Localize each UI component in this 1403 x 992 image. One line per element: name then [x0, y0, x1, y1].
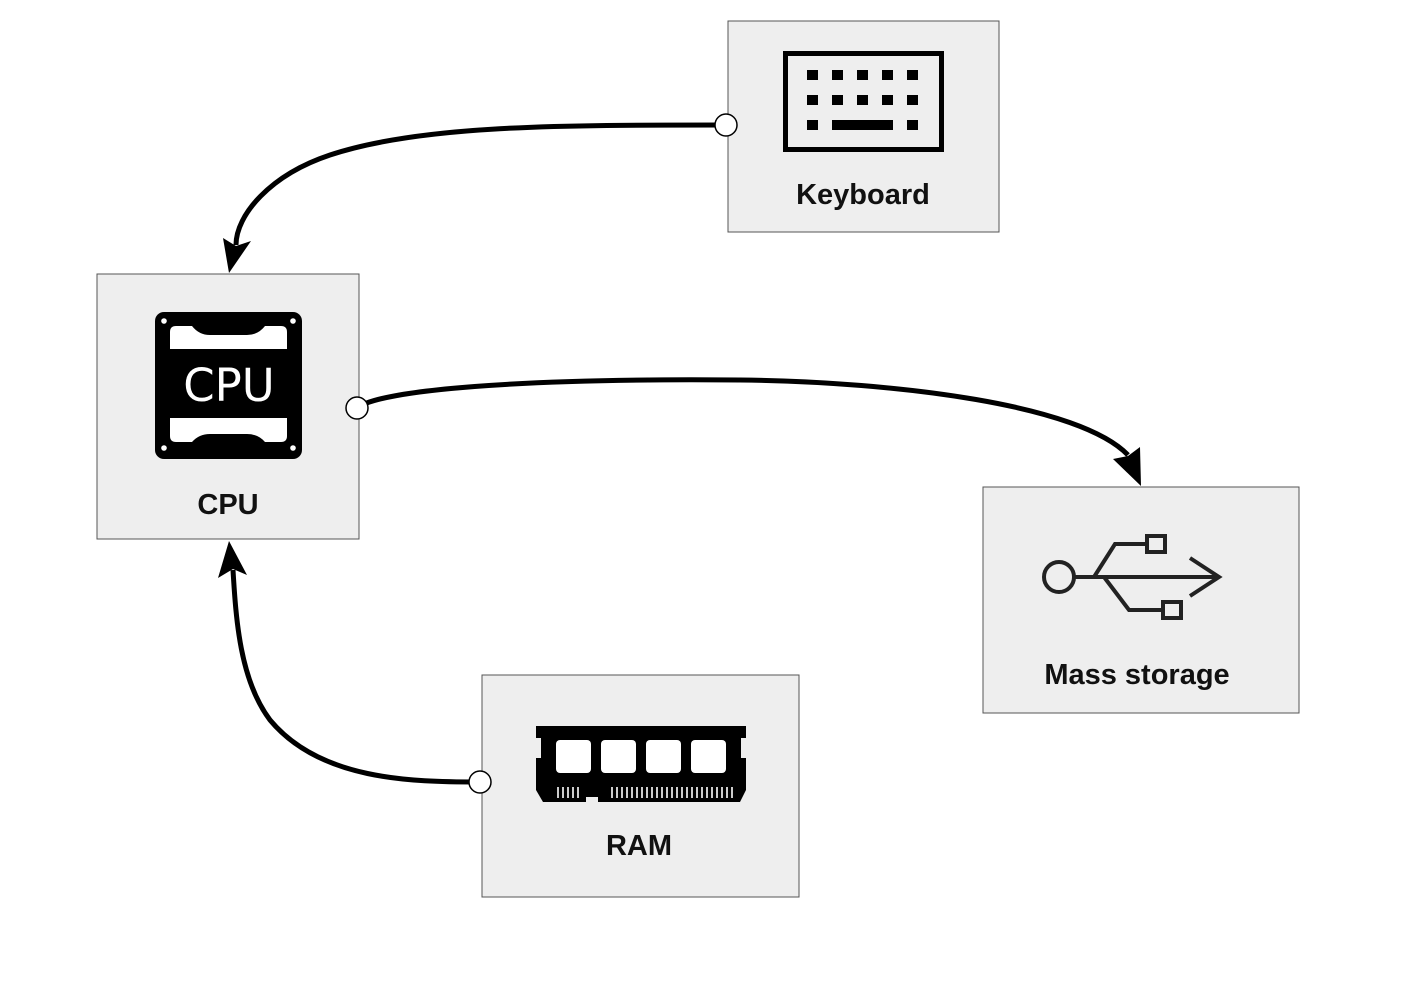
- node-label: Keyboard: [796, 179, 930, 211]
- arrowhead: [1113, 447, 1141, 486]
- node-cpu[interactable]: CPU CPU: [96, 273, 360, 540]
- edges: [218, 122, 1141, 785]
- ram-module-icon: [536, 726, 746, 802]
- port-keyboard-out[interactable]: [714, 113, 738, 137]
- node-label: Mass storage: [1044, 659, 1229, 691]
- edge-line: [233, 122, 727, 246]
- ports: [345, 113, 738, 794]
- arrowhead: [223, 238, 251, 273]
- node-box: [982, 486, 1300, 714]
- edge-line: [230, 569, 481, 785]
- edge-ram-to-cpu[interactable]: [218, 541, 481, 785]
- node-mass-storage[interactable]: Mass storage: [982, 486, 1300, 714]
- cpu-chip-text: CPU: [183, 359, 275, 412]
- usb-icon: [1042, 534, 1223, 620]
- keyboard-icon: [783, 51, 944, 152]
- node-keyboard[interactable]: Keyboard: [727, 20, 1000, 233]
- edge-cpu-to-mass-storage[interactable]: [355, 377, 1141, 486]
- node-label: CPU: [197, 489, 258, 521]
- cpu-chip-icon: CPU: [155, 312, 302, 459]
- arrowhead: [218, 541, 247, 578]
- node-label: RAM: [606, 830, 672, 862]
- edge-keyboard-to-cpu[interactable]: [223, 122, 727, 273]
- node-ram[interactable]: RAM: [481, 674, 800, 898]
- edge-line: [355, 377, 1130, 457]
- port-ram-out[interactable]: [468, 770, 492, 794]
- port-cpu-out[interactable]: [345, 396, 369, 420]
